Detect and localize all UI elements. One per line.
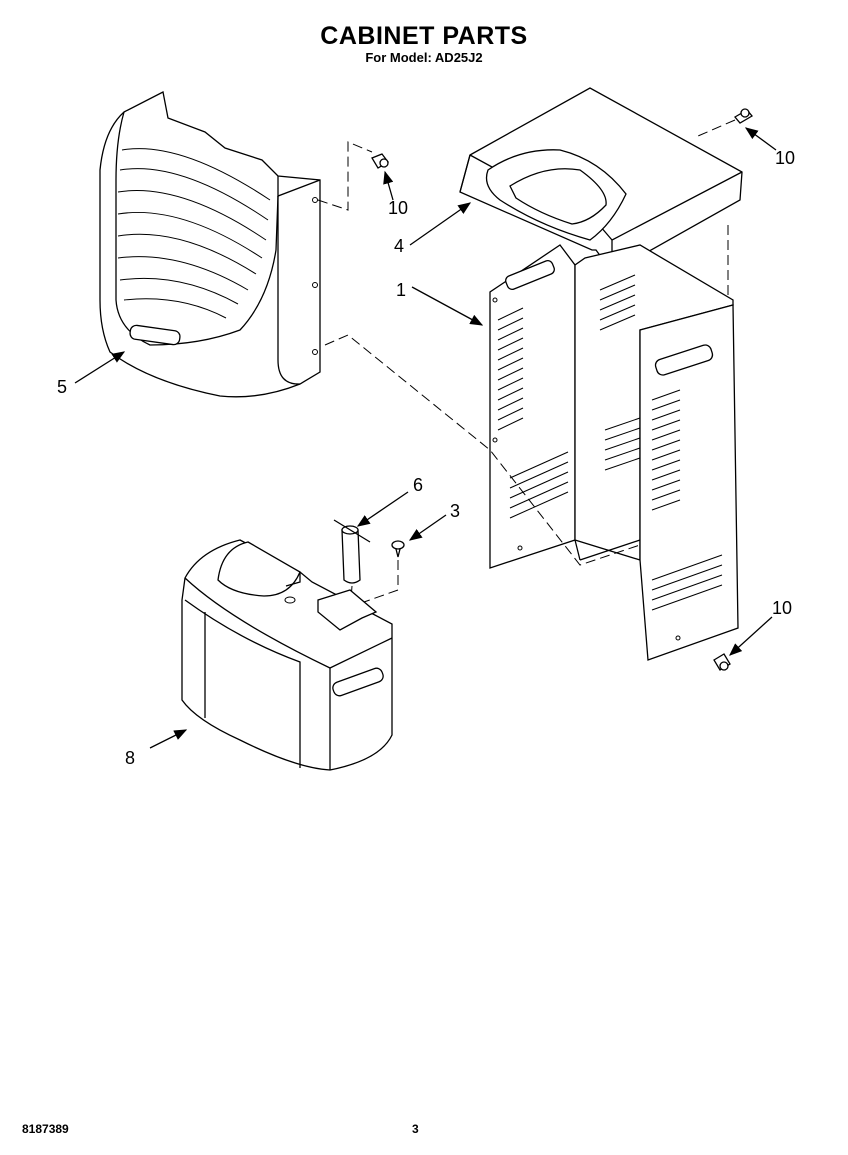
document-number: 8187389	[22, 1122, 69, 1136]
screw-upper-left	[371, 153, 389, 169]
screw-lower-right	[713, 653, 731, 671]
callout-part-10-upper-left: 10	[388, 198, 408, 218]
front-grille-panel	[99, 91, 373, 398]
callout-part-6: 6	[413, 475, 423, 495]
top-cover	[459, 87, 743, 273]
leader-lines	[74, 127, 777, 749]
water-bucket	[181, 539, 393, 771]
callout-part-5: 5	[57, 377, 67, 397]
page-title: CABINET PARTS	[320, 22, 528, 50]
callout-part-10-lower-right: 10	[772, 598, 792, 618]
page-header: CABINET PARTS For Model: AD25J2	[0, 22, 848, 66]
small-screw	[363, 540, 405, 603]
rear-cabinet-shell	[324, 225, 739, 661]
model-subtitle: For Model: AD25J2	[365, 50, 483, 65]
callout-part-10-upper-right: 10	[775, 148, 795, 168]
callout-part-1: 1	[396, 280, 406, 300]
callout-part-4: 4	[394, 236, 404, 256]
page-number: 3	[412, 1122, 419, 1136]
callout-part-3: 3	[450, 501, 460, 521]
screw-upper-right	[697, 108, 753, 137]
callout-part-8: 8	[125, 748, 135, 768]
